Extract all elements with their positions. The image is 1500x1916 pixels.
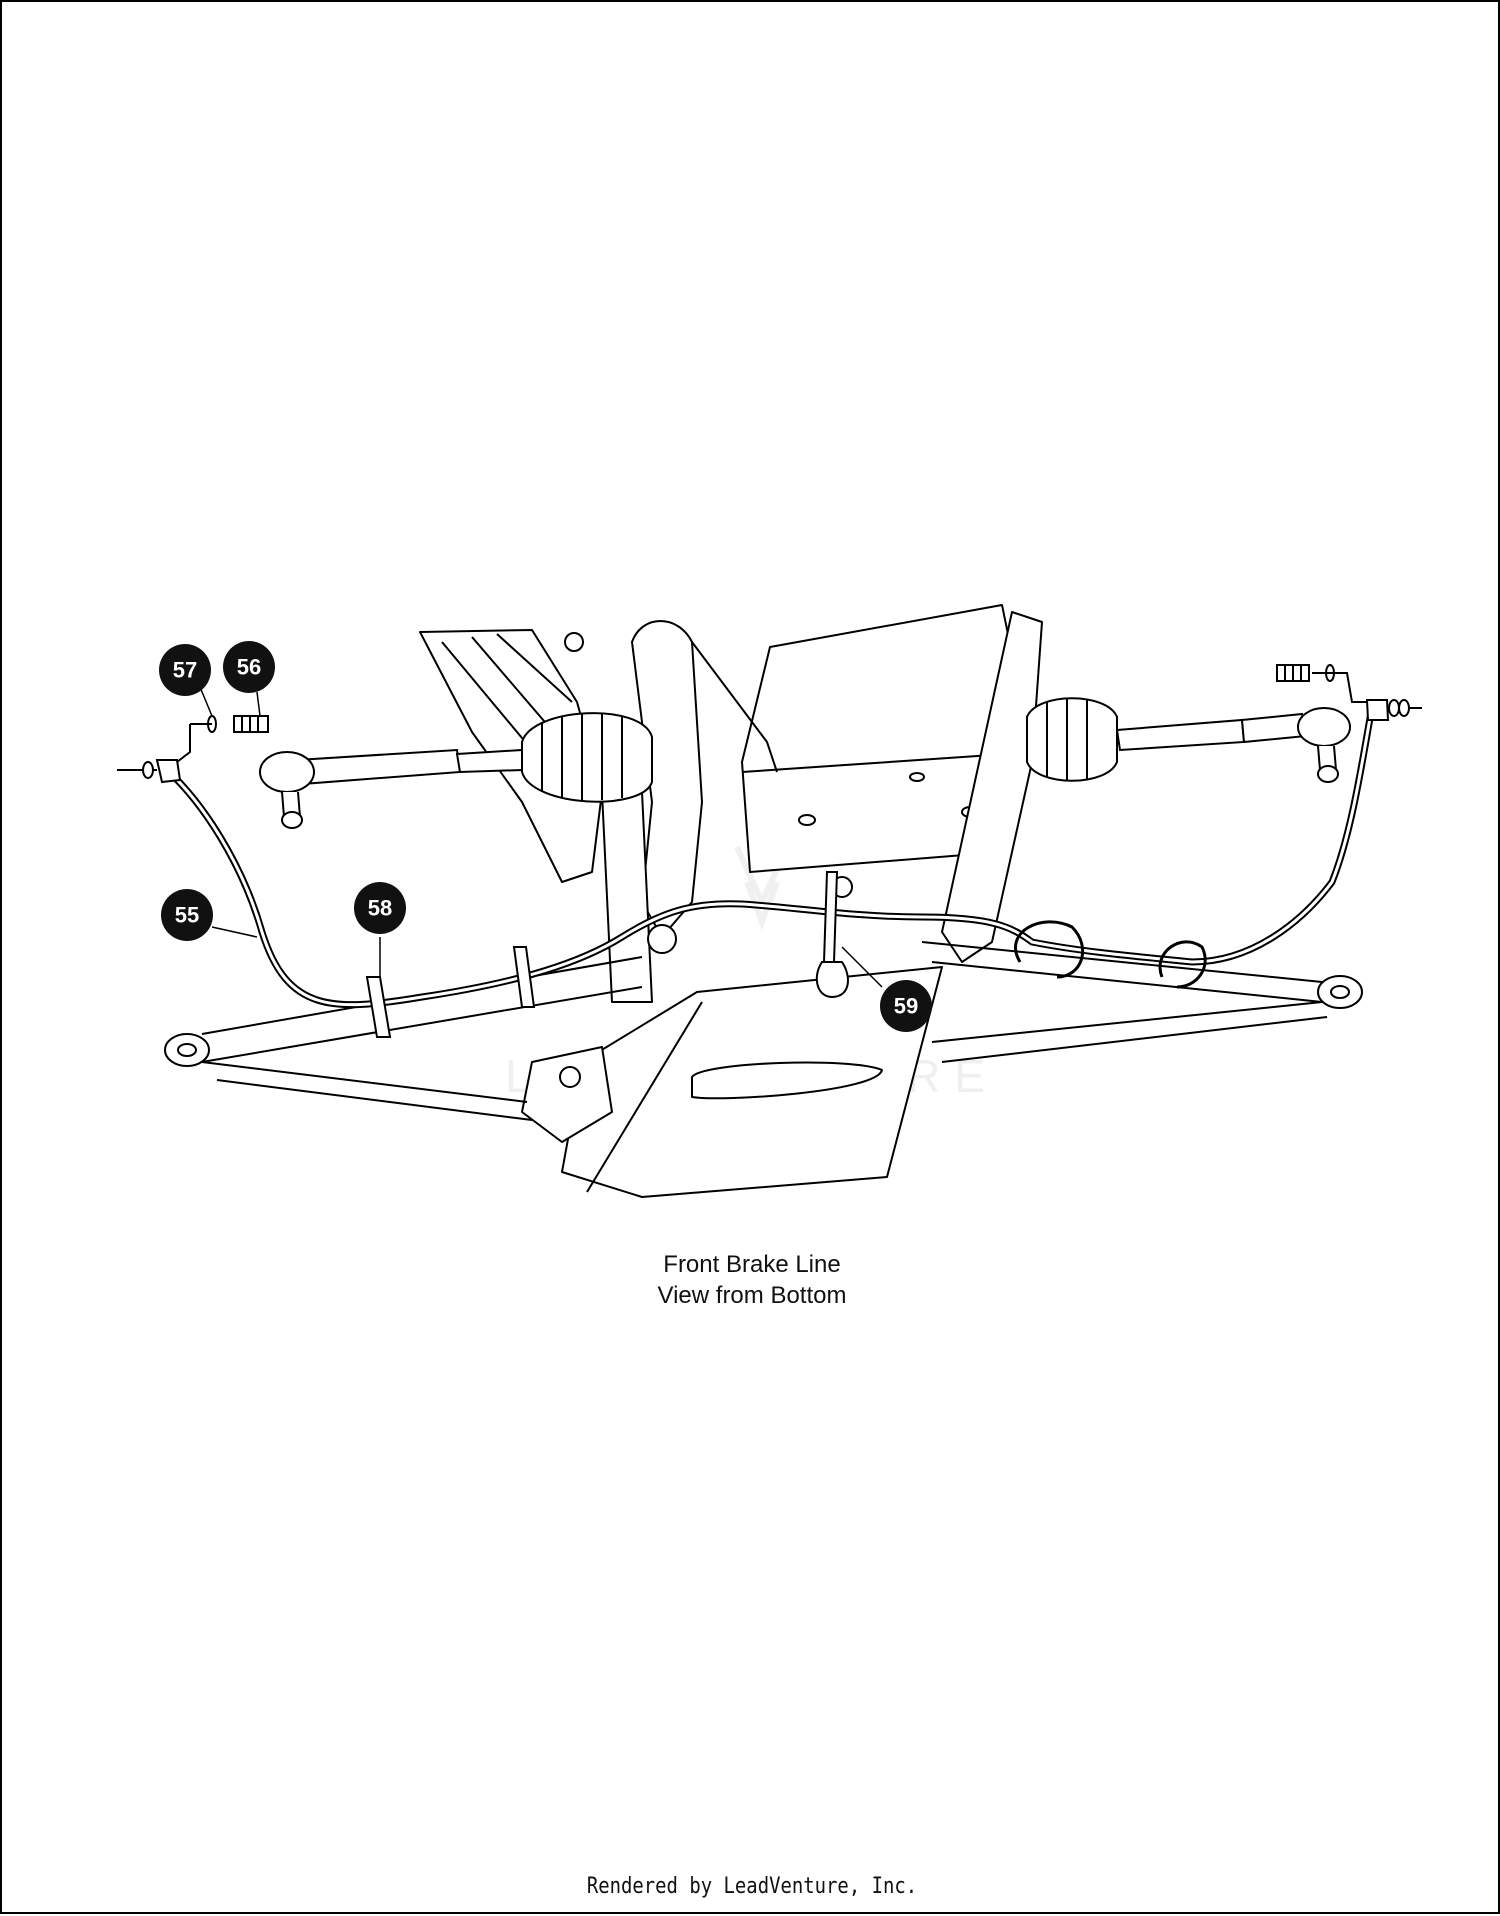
banjo-fittings xyxy=(117,699,1422,784)
callout-58[interactable]: 58 xyxy=(354,882,406,934)
line-retainers xyxy=(1014,920,1207,989)
tie-wrap-59 xyxy=(815,871,849,999)
frame-assembly xyxy=(419,604,1043,1198)
callout-57[interactable]: 57 xyxy=(159,644,211,696)
callout-59-label: 59 xyxy=(894,994,918,1019)
caption-title: Front Brake Line xyxy=(663,1251,841,1278)
steering-rack xyxy=(259,697,1351,829)
callout-56-label: 56 xyxy=(237,655,261,680)
brake-line-55 xyxy=(164,706,1376,1009)
callout-58-label: 58 xyxy=(368,896,392,921)
callout-56[interactable]: 56 xyxy=(223,641,275,693)
clip-58 xyxy=(365,946,536,1038)
leader-lines xyxy=(199,686,883,988)
caption-subtitle: View from Bottom xyxy=(657,1282,847,1309)
callout-55-label: 55 xyxy=(175,903,199,928)
banjo-bolt-56 xyxy=(233,664,1310,733)
sealing-washer-57 xyxy=(176,664,1367,763)
callout-55[interactable]: 55 xyxy=(161,889,213,941)
callout-59[interactable]: 59 xyxy=(880,980,932,1032)
callout-57-label: 57 xyxy=(173,658,197,683)
render-credit: Rendered by LeadVenture, Inc. xyxy=(586,1874,918,1899)
